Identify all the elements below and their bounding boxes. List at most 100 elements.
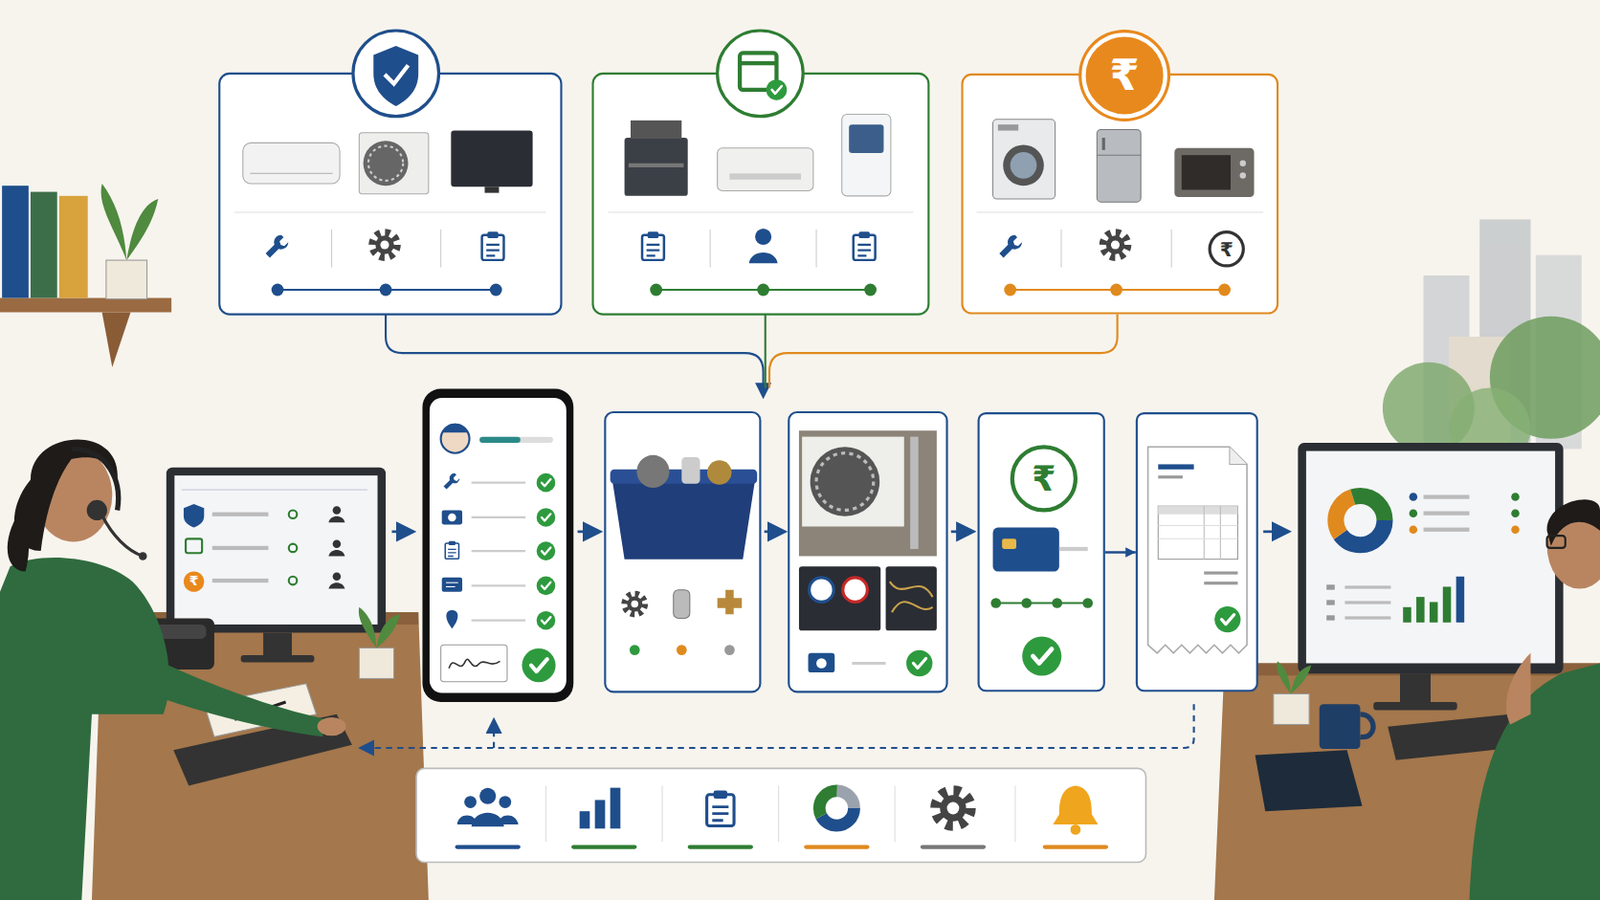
- invoice-panel-content-part: [1157, 464, 1194, 469]
- technician-phone: [422, 388, 574, 703]
- technician-phone-part: [445, 586, 456, 588]
- service-photos-box-part: [910, 437, 919, 550]
- technician-phone-part: [442, 577, 463, 593]
- desk-items-right-part: [1273, 693, 1310, 725]
- contract-panel-part: [729, 173, 801, 179]
- parts-box-part: [676, 644, 688, 656]
- desk-items-right-part: [1276, 661, 1312, 694]
- right-monitor-part: [1409, 525, 1419, 534]
- bookshelf-part: [102, 311, 132, 368]
- left-monitor-part: [333, 506, 342, 515]
- contract-panel-part: [755, 228, 772, 245]
- feedback-loop: [360, 704, 1194, 749]
- invoice-panel-content: [1148, 446, 1247, 654]
- technician-phone-part: [445, 610, 458, 629]
- invoice-panel-content-part: [1203, 506, 1205, 559]
- warranty-panel: [219, 30, 561, 315]
- admin-toolbar-part: [455, 844, 521, 849]
- warranty-panel-part: [249, 173, 333, 175]
- warranty-panel-part: [440, 229, 442, 267]
- service-photos-box-part: [799, 566, 881, 631]
- admin-toolbar-part: [819, 791, 854, 826]
- repair-panel-content-part: [976, 211, 1264, 213]
- parts-box-part: [681, 457, 700, 485]
- admin-toolbar-part: [595, 800, 606, 829]
- contract-panel-part: [749, 252, 778, 264]
- parts-box-part: [624, 594, 645, 615]
- contract-panel-part: [717, 30, 804, 117]
- admin-toolbar-part: [777, 786, 779, 844]
- technician-phone-part: [443, 423, 468, 434]
- repair-panel-content-part: [993, 119, 1056, 200]
- admin-toolbar-part: [1014, 786, 1016, 844]
- flow-arrows-part: [951, 531, 973, 534]
- parts-box-part: [673, 590, 690, 620]
- flow-arrows-part: [1263, 531, 1289, 534]
- technician-phone-part: [429, 398, 567, 693]
- repair-panel-content-part: [1174, 148, 1254, 198]
- admin-toolbar-part: [1070, 824, 1082, 836]
- right-monitor-part: [1326, 615, 1335, 621]
- right-monitor-part: [1423, 494, 1470, 499]
- repair-panel-content-part: [1240, 172, 1246, 178]
- service-photos-box-part: [799, 430, 937, 556]
- admin-toolbar-part: [579, 811, 591, 829]
- service-photos-box-part: [808, 653, 836, 673]
- rupee-badge: ₹: [1081, 32, 1168, 119]
- repair-panel-content-part: [1096, 129, 1141, 202]
- technician-phone-part: [447, 513, 457, 523]
- right-monitor-part: [1423, 511, 1470, 516]
- desk-items-left-part: [358, 647, 394, 679]
- service-photos-box-part: [886, 566, 937, 631]
- repair-panel-content-part: [1171, 229, 1173, 267]
- bookshelf-part: [59, 196, 89, 299]
- right-monitor-part: [1443, 586, 1452, 623]
- admin-toolbar-part: [498, 796, 512, 809]
- technician-phone-part: [471, 584, 527, 587]
- right-monitor-part: [1416, 597, 1425, 623]
- technician-phone-part: [471, 550, 527, 553]
- feedback-loop-part: [360, 704, 1194, 749]
- technician-phone-part: [479, 437, 554, 444]
- contract-panel-part: [816, 229, 818, 267]
- desk-items-right-part: [1319, 704, 1361, 750]
- invoice-panel-content-part: [1157, 506, 1238, 559]
- service-photos-box-part: [843, 577, 868, 603]
- parts-box-part: [612, 479, 756, 559]
- invoice-panel-content-part: [1157, 475, 1183, 479]
- right-monitor-part: [1344, 616, 1391, 620]
- warranty-panel-part: [485, 186, 500, 193]
- right-monitor-part: [1409, 509, 1419, 518]
- left-monitor-part: [333, 539, 342, 549]
- technician-phone-part: [471, 620, 527, 623]
- admin-toolbar-part: [819, 791, 854, 826]
- left-monitor-part: [328, 550, 345, 556]
- arrow-head: [1125, 547, 1136, 558]
- right-monitor-part: [1429, 601, 1439, 623]
- repair-panel-content-part: [1102, 137, 1106, 151]
- left-monitor-part: [288, 577, 298, 586]
- rupee-marker: ₹: [183, 571, 204, 592]
- support-agent-part: [122, 653, 327, 737]
- admin-toolbar-part: [545, 786, 547, 844]
- contract-panel: [593, 30, 930, 315]
- technician-phone-part: [479, 437, 521, 444]
- left-monitor-part: [241, 655, 315, 663]
- admin-toolbar-part: [803, 844, 869, 849]
- left-monitor-part: [263, 632, 292, 658]
- admin-toolbar-part: [1052, 786, 1098, 826]
- payment-panel-content-part: [1001, 538, 1017, 550]
- contract-panel-part: [624, 137, 689, 197]
- support-agent-part: [0, 557, 170, 900]
- admin-toolbar-part: [479, 788, 496, 805]
- contract-panel-part: [642, 231, 665, 261]
- warranty-panel-part: [450, 131, 533, 188]
- contract-panel-part: [842, 113, 891, 196]
- left-monitor-part: [183, 504, 204, 529]
- warranty-panel-part: [353, 30, 440, 117]
- warranty-panel-part: [363, 140, 409, 186]
- contract-panel-part: [717, 148, 814, 192]
- repair-panel-content-part: [999, 235, 1023, 259]
